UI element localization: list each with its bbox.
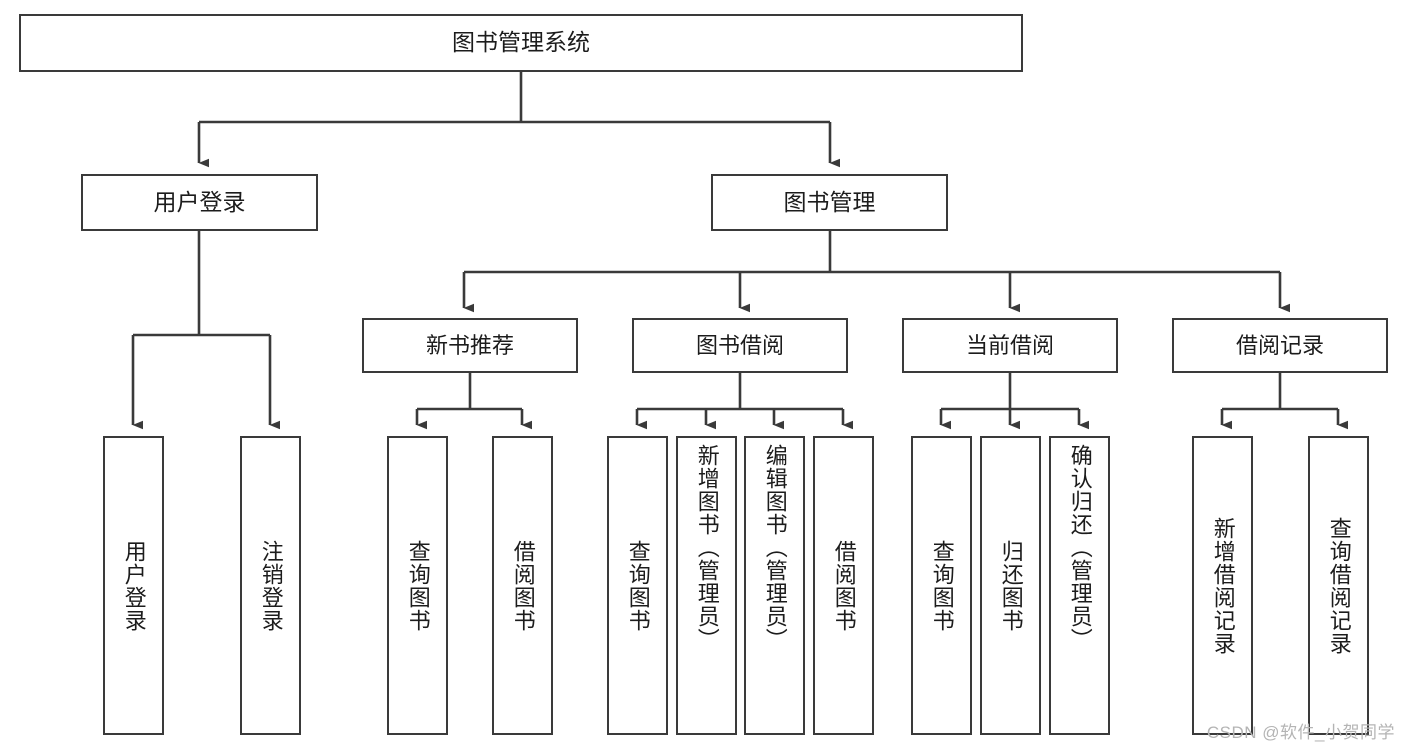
node-leaf-user-login-logout[interactable]: 注销登录 xyxy=(240,436,301,735)
node-label: 查询图书 xyxy=(929,539,955,632)
node-leaf-borrow-query-book[interactable]: 查询图书 xyxy=(607,436,668,735)
node-label: 注销登录 xyxy=(258,539,284,632)
node-new-book-recommend[interactable]: 新书推荐 xyxy=(362,318,578,373)
node-label: 新增图书（管理员） xyxy=(694,444,720,651)
node-label: 借阅图书 xyxy=(831,539,857,632)
node-label: 图书借阅 xyxy=(695,332,784,358)
node-label: 编辑图书（管理员） xyxy=(762,444,788,651)
node-leaf-newbook-borrow-book[interactable]: 借阅图书 xyxy=(492,436,553,735)
node-current-borrow[interactable]: 当前借阅 xyxy=(902,318,1118,373)
node-label: 图书管理 xyxy=(783,188,876,215)
node-leaf-record-add-record[interactable]: 新增借阅记录 xyxy=(1192,436,1253,735)
node-label: 确认归还（管理员） xyxy=(1067,444,1093,651)
node-label: 新书推荐 xyxy=(425,332,514,358)
node-label: 归还图书 xyxy=(998,539,1024,632)
node-label: 查询图书 xyxy=(405,539,431,632)
node-label: 查询图书 xyxy=(625,539,651,632)
node-label: 查询借阅记录 xyxy=(1326,516,1352,655)
node-leaf-current-query-book[interactable]: 查询图书 xyxy=(911,436,972,735)
node-borrow-record[interactable]: 借阅记录 xyxy=(1172,318,1388,373)
node-leaf-borrow-add-book-admin[interactable]: 新增图书（管理员） xyxy=(676,436,737,735)
node-book-borrow[interactable]: 图书借阅 xyxy=(632,318,848,373)
node-label: 借阅记录 xyxy=(1235,332,1324,358)
node-label: 图书管理系统 xyxy=(452,29,590,56)
node-leaf-newbook-query-book[interactable]: 查询图书 xyxy=(387,436,448,735)
node-root-book-management-system[interactable]: 图书管理系统 xyxy=(19,14,1023,72)
node-label: 当前借阅 xyxy=(965,332,1054,358)
node-leaf-record-query-record[interactable]: 查询借阅记录 xyxy=(1308,436,1369,735)
node-leaf-user-login-login[interactable]: 用户登录 xyxy=(103,436,164,735)
node-book-management[interactable]: 图书管理 xyxy=(711,174,948,231)
node-label: 借阅图书 xyxy=(510,539,536,632)
node-label: 新增借阅记录 xyxy=(1210,516,1236,655)
node-leaf-borrow-edit-book-admin[interactable]: 编辑图书（管理员） xyxy=(744,436,805,735)
node-label: 用户登录 xyxy=(121,539,147,632)
node-leaf-current-return-book[interactable]: 归还图书 xyxy=(980,436,1041,735)
node-label: 用户登录 xyxy=(153,188,246,215)
node-user-login[interactable]: 用户登录 xyxy=(81,174,318,231)
node-leaf-borrow-borrow-book[interactable]: 借阅图书 xyxy=(813,436,874,735)
watermark-text: CSDN @软件_小贺同学 xyxy=(1206,723,1395,742)
node-leaf-current-confirm-return-admin[interactable]: 确认归还（管理员） xyxy=(1049,436,1110,735)
